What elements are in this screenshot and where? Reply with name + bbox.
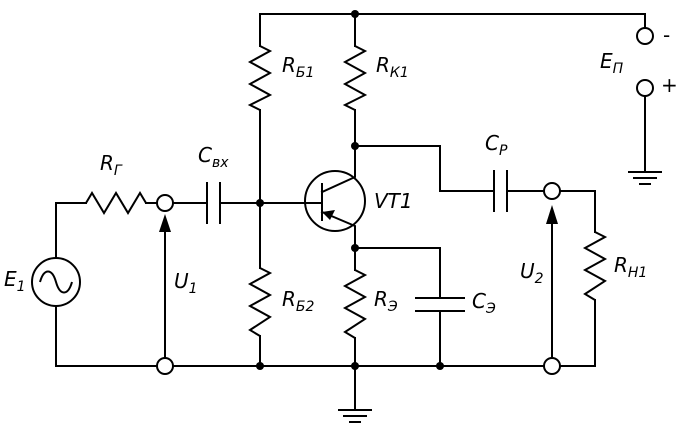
terminal-supply-minus — [636, 27, 654, 45]
terminal-output-bottom — [543, 357, 561, 375]
label-rk1: RК1 — [376, 53, 409, 81]
label-vt1: VT1 — [374, 189, 413, 213]
resistor-rk1 — [342, 45, 368, 111]
resistor-rg — [85, 191, 147, 215]
gen-top-wire — [55, 202, 87, 259]
terminal-input-top — [156, 194, 174, 212]
rn1-bottom-wire — [560, 299, 596, 367]
capacitor-cp — [493, 170, 508, 212]
terminal-output-top — [543, 182, 561, 200]
label-u1: U1 — [174, 269, 198, 297]
label-supply-minus: - — [663, 23, 670, 47]
ground-symbol-supply — [628, 171, 662, 185]
label-re: RЭ — [374, 287, 398, 315]
label-rn1: RН1 — [614, 253, 647, 281]
terminal-input-bottom — [156, 357, 174, 375]
label-ep: EП — [600, 49, 624, 77]
capacitor-ce — [415, 297, 465, 312]
capacitor-cin — [206, 182, 221, 224]
label-cin: Cвх — [198, 143, 229, 171]
label-rg: RГ — [100, 151, 123, 179]
voltage-arrow-u2 — [546, 205, 558, 358]
collector-cp-wire — [354, 145, 495, 192]
ground-symbol-main — [338, 409, 372, 423]
resistor-rb2 — [247, 267, 273, 337]
junction-dots — [256, 10, 444, 370]
ce-branch-wire — [354, 247, 441, 299]
top-rail-wire — [259, 13, 646, 29]
resistor-rb1 — [247, 45, 273, 111]
output-rn1-wire — [560, 190, 596, 233]
transistor-vt1 — [304, 170, 366, 233]
label-supply-plus: + — [661, 73, 678, 97]
label-u2: U2 — [520, 259, 544, 287]
resistor-rn1 — [582, 231, 608, 301]
label-e1: E1 — [4, 267, 26, 295]
terminal-supply-plus — [636, 79, 654, 97]
label-rb2: RБ2 — [282, 287, 315, 315]
ac-source-e1 — [31, 257, 81, 307]
label-ce: CЭ — [472, 289, 496, 317]
label-cp: CР — [485, 131, 508, 159]
wires — [55, 13, 646, 411]
voltage-arrow-u1 — [159, 214, 171, 358]
label-rb1: RБ1 — [282, 53, 314, 81]
resistor-re — [342, 269, 368, 339]
